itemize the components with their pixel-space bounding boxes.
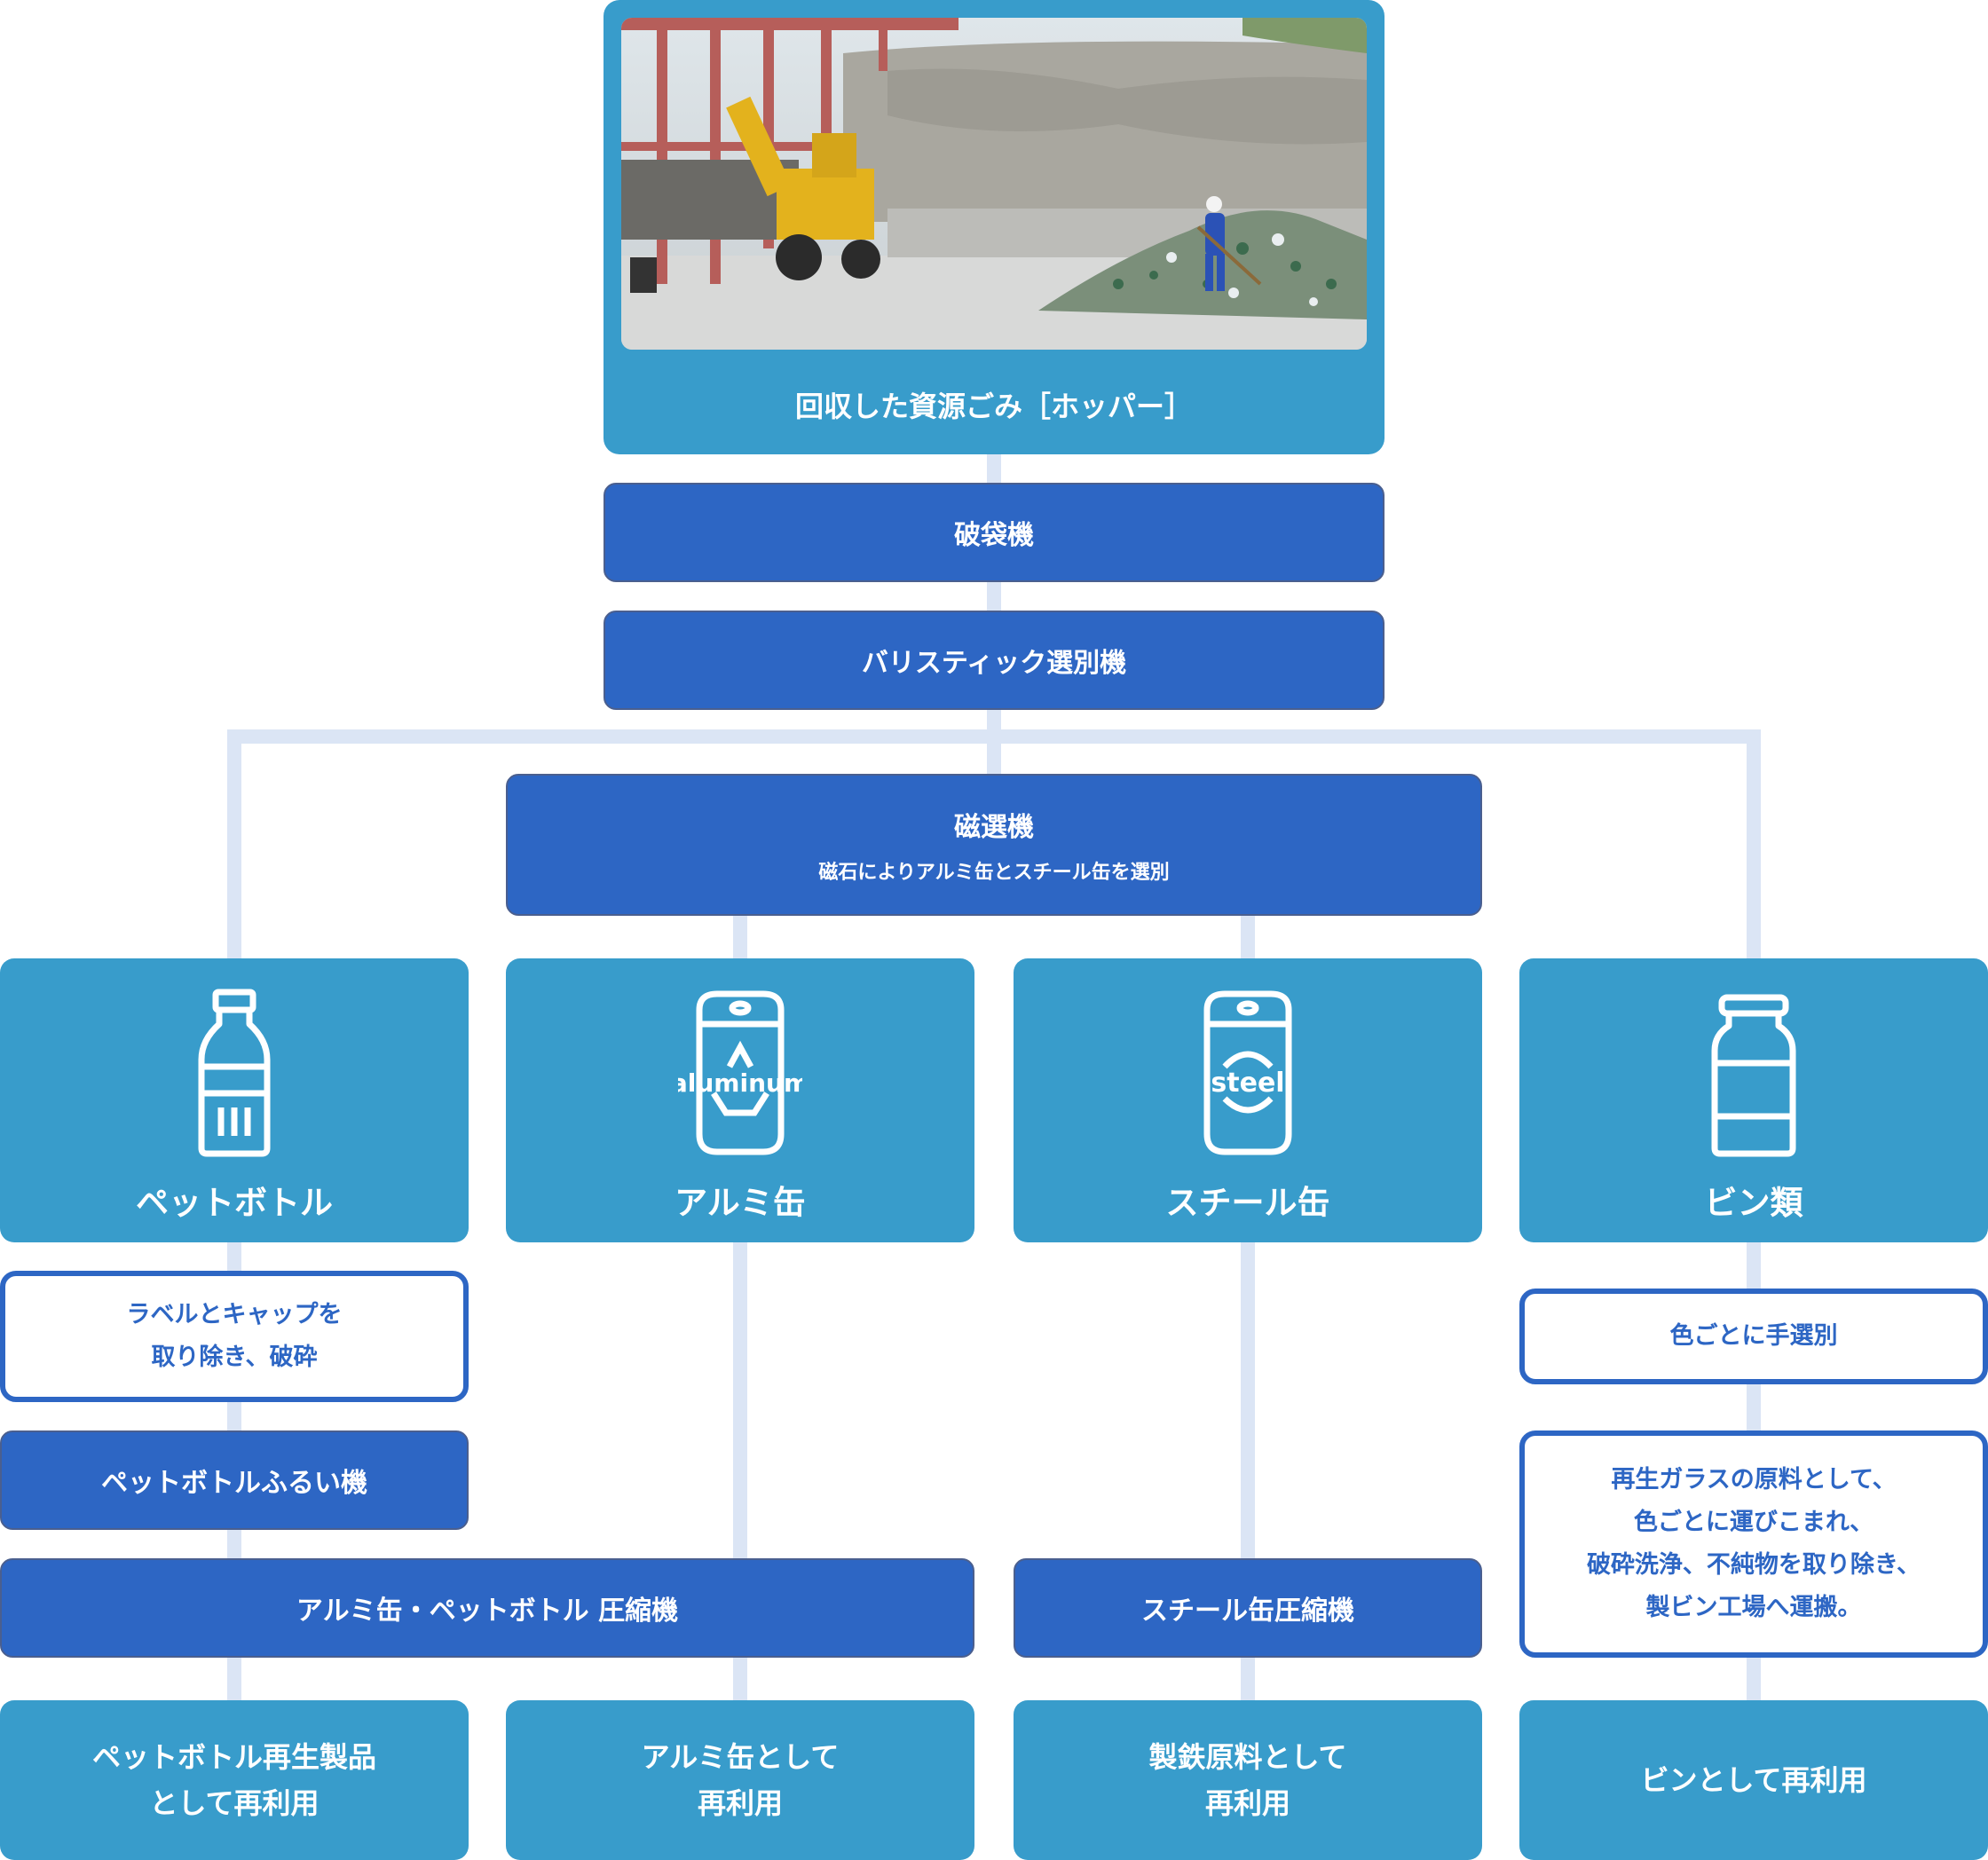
- result-pet-line2: として再利用: [149, 1786, 320, 1820]
- result-glass: ビンとして再利用: [1519, 1700, 1988, 1860]
- pet-sieve-label: ペットボトルふるい機: [101, 1468, 367, 1499]
- bin-sort-step: 色ごとに手選別: [1519, 1289, 1988, 1384]
- glass-process-line3: 破砕洗浄、不純物を取り除き、: [1586, 1551, 1921, 1579]
- result-aluminum-line1: アルミ缶として: [641, 1740, 840, 1774]
- category-steel-can: steel スチール缶: [1014, 958, 1482, 1242]
- bag-breaker-machine: 破袋機: [604, 483, 1384, 582]
- glass-process-line1: 再生ガラスの原料として、: [1611, 1466, 1897, 1494]
- pet-bottle-icon: [194, 989, 274, 1170]
- ballistic-separator-label: バリスティック選別機: [861, 648, 1127, 679]
- category-pet-bottle: ペットボトル: [0, 958, 469, 1242]
- result-steel-line2: 再利用: [1204, 1786, 1290, 1820]
- aluminum-can-icon: aluminum: [671, 989, 809, 1170]
- steel-icon-text: steel: [1211, 1068, 1284, 1099]
- aluminum-icon-text: aluminum: [678, 1068, 802, 1098]
- alu-pet-press-machine: アルミ缶・ペットボトル 圧縮機: [0, 1558, 974, 1658]
- hopper-label: 回収した資源ごみ［ホッパー］: [794, 390, 1193, 423]
- steel-press-machine: スチール缶圧縮機: [1014, 1558, 1482, 1658]
- magnetic-separator-machine: 磁選機 磁石によりアルミ缶とスチール缶を選別: [506, 774, 1482, 916]
- category-glass-bottle: ビン類: [1519, 958, 1988, 1242]
- category-glass-bottle-label: ビン類: [1704, 1184, 1803, 1222]
- glass-process-line2: 色ごとに運びこまれ、: [1633, 1509, 1874, 1536]
- category-pet-bottle-label: ペットボトル: [136, 1184, 333, 1222]
- magnetic-separator-subtitle: 磁石によりアルミ缶とスチール缶を選別: [818, 862, 1170, 884]
- recycling-plant-photo: [621, 18, 1367, 350]
- result-pet-line1: ペットボトル再生製品: [91, 1740, 376, 1774]
- steel-can-icon: steel: [1186, 989, 1310, 1170]
- result-pet: ペットボトル再生製品 として再利用: [0, 1700, 469, 1860]
- pet-sieve-machine: ペットボトルふるい機: [0, 1430, 469, 1530]
- result-steel: 製鉄原料として 再利用: [1014, 1700, 1482, 1860]
- category-steel-can-label: スチール缶: [1165, 1184, 1330, 1222]
- category-aluminum-can: aluminum アルミ缶: [506, 958, 974, 1242]
- steel-press-label: スチール缶圧縮機: [1141, 1596, 1354, 1627]
- glass-bottle-icon: [1709, 989, 1798, 1170]
- connector-horizontal-branch: [227, 729, 1761, 744]
- alu-pet-press-label: アルミ缶・ペットボトル 圧縮機: [296, 1596, 679, 1627]
- pet-preprocess-line1: ラベルとキャップを: [126, 1301, 343, 1328]
- result-glass-label: ビンとして再利用: [1640, 1763, 1867, 1797]
- glass-process-step: 再生ガラスの原料として、 色ごとに運びこまれ、 破砕洗浄、不純物を取り除き、 製…: [1519, 1430, 1988, 1658]
- category-aluminum-can-label: アルミ缶: [674, 1184, 806, 1222]
- pet-preprocess-step: ラベルとキャップを 取り除き、破砕: [0, 1271, 469, 1402]
- result-aluminum-line2: 再利用: [697, 1786, 783, 1820]
- result-aluminum: アルミ缶として 再利用: [506, 1700, 974, 1860]
- result-steel-line1: 製鉄原料として: [1148, 1740, 1347, 1774]
- bin-sort-label: 色ごとに手選別: [1669, 1322, 1838, 1350]
- hopper-box: 回収した資源ごみ［ホッパー］: [604, 0, 1384, 454]
- pet-preprocess-line2: 取り除き、破砕: [151, 1344, 318, 1371]
- glass-process-line4: 製ビン工場へ運搬。: [1645, 1594, 1862, 1621]
- ballistic-separator-machine: バリスティック選別機: [604, 611, 1384, 710]
- bag-breaker-label: 破袋機: [954, 520, 1034, 551]
- magnetic-separator-title: 磁選機: [954, 812, 1034, 843]
